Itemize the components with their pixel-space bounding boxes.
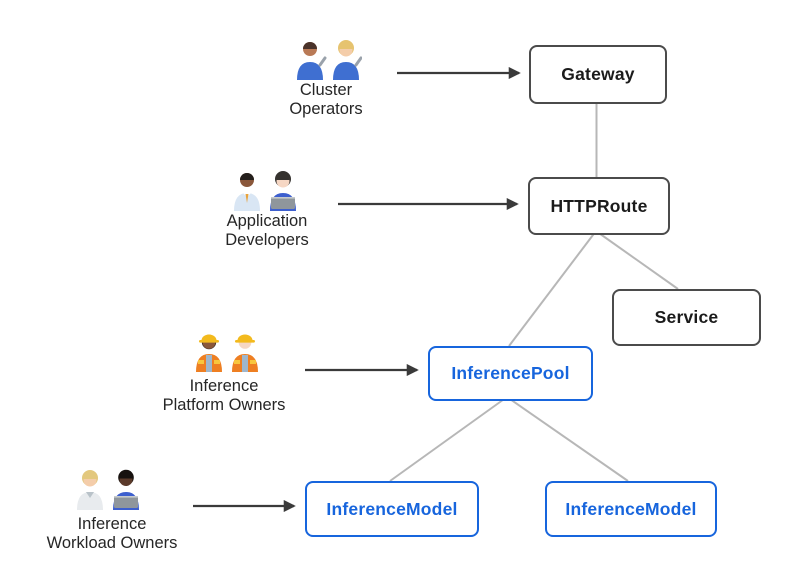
- node-service: Service: [612, 289, 761, 346]
- developers-pair-icon: [234, 171, 296, 211]
- woman-construction-worker-icon: [196, 334, 222, 372]
- inference-workload-owners-label: Inference Workload Owners: [46, 515, 178, 552]
- node-gateway: Gateway: [529, 45, 667, 104]
- construction-workers-pair-icon: [196, 334, 258, 372]
- man-mechanic-icon: [297, 42, 327, 80]
- node-inferencemodel-left: InferenceModel: [305, 481, 479, 537]
- node-inferencepool: InferencePool: [428, 346, 593, 401]
- man-office-worker-icon: [234, 173, 260, 211]
- application-developers-label: Application Developers: [225, 212, 309, 249]
- hierarchy-connectors: [389, 100, 679, 482]
- node-httproute: HTTPRoute: [528, 177, 670, 235]
- node-inferencemodel-right: InferenceModel: [545, 481, 717, 537]
- man-technologist-dark-icon: [113, 469, 139, 510]
- mechanics-pair-icon: [297, 40, 362, 80]
- health-worker-icon: [77, 470, 103, 510]
- cluster-operators-label: Cluster Operators: [289, 81, 363, 118]
- workload-owners-pair-icon: [77, 469, 139, 510]
- man-construction-worker-icon: [232, 334, 258, 372]
- persona-arrows: [193, 66, 521, 513]
- woman-mechanic-icon: [333, 40, 362, 80]
- woman-technologist-icon: [270, 171, 296, 211]
- inference-platform-owners-label: Inference Platform Owners: [162, 377, 286, 414]
